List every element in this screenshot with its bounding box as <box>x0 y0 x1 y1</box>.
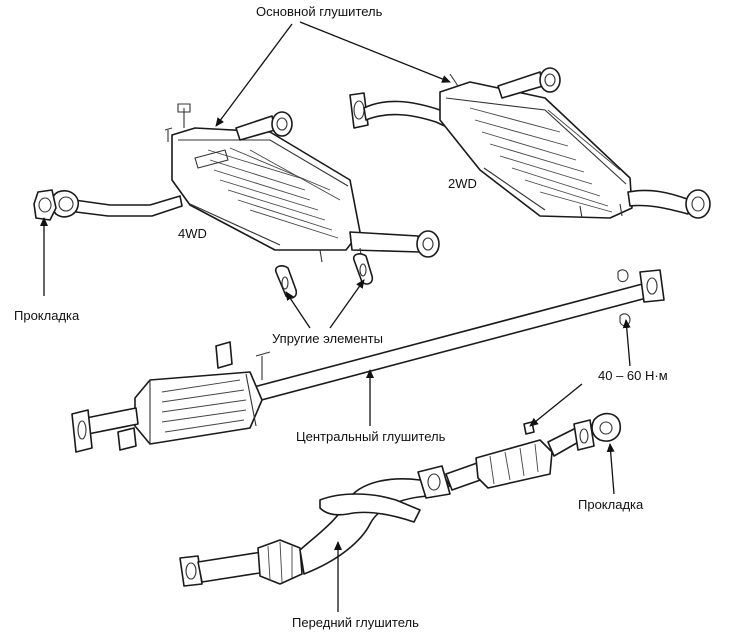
gasket-left-label: Прокладка <box>14 308 80 323</box>
main-muffler-4wd <box>50 103 440 263</box>
main-muffler-label: Основной глушитель <box>256 4 383 19</box>
torque-label: 40 – 60 Н·м <box>598 368 668 383</box>
gasket-left-part <box>33 189 57 221</box>
front-muffler-label: Передний глушитель <box>292 615 419 630</box>
center-muffler-part <box>71 269 665 453</box>
elastic-elements-label: Упругие элементы <box>272 331 383 346</box>
leader-lines <box>40 21 631 612</box>
front-muffler-part <box>179 419 595 587</box>
elastic-elements-parts <box>215 253 374 369</box>
label-4wd: 4WD <box>178 226 207 241</box>
main-muffler-2wd <box>349 67 711 219</box>
gasket-right-part <box>591 412 622 442</box>
center-muffler-label: Центральный глушитель <box>296 429 446 444</box>
gasket-right-label: Прокладка <box>578 497 644 512</box>
label-2wd: 2WD <box>448 176 477 191</box>
